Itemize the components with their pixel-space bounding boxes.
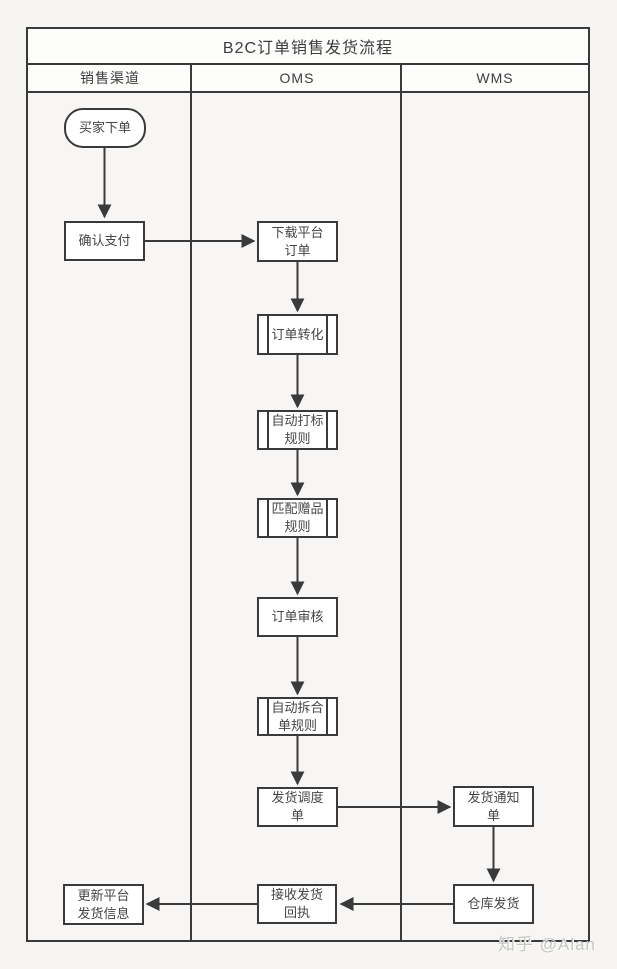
lane-header-wms: WMS bbox=[476, 70, 514, 86]
watermark: 知乎 @Alan bbox=[498, 935, 597, 954]
node-receive-shipping-receipt-label: 接收发货 回执 bbox=[270, 887, 323, 920]
node-order-review-label: 订单审核 bbox=[271, 609, 324, 625]
node-order-conversion: 订单转化 bbox=[257, 314, 338, 355]
node-confirm-payment-label: 确认支付 bbox=[78, 233, 131, 249]
node-download-platform-order: 下载平台 订单 bbox=[257, 221, 338, 262]
node-shipping-dispatch-order: 发货调度 单 bbox=[257, 787, 338, 827]
diagram-title: B2C订单销售发货流程 bbox=[28, 29, 588, 65]
node-download-platform-order-label: 下载平台 订单 bbox=[271, 224, 324, 258]
node-auto-tagging-rules: 自动打标 规则 bbox=[257, 410, 338, 450]
node-confirm-payment: 确认支付 bbox=[64, 221, 145, 261]
node-update-platform-shipping-info-label: 更新平台 发货信息 bbox=[77, 887, 130, 921]
node-buyer-order-label: 买家下单 bbox=[78, 120, 131, 136]
node-order-conversion-label: 订单转化 bbox=[271, 326, 324, 342]
node-shipping-notice: 发货通知 单 bbox=[453, 786, 534, 827]
node-shipping-dispatch-order-label: 发货调度 单 bbox=[271, 790, 324, 823]
node-match-gift-rules-label: 匹配赠品 规则 bbox=[271, 501, 324, 534]
node-shipping-notice-label: 发货通知 单 bbox=[467, 789, 520, 823]
node-warehouse-shipping-label: 仓库发货 bbox=[467, 896, 520, 912]
lane-divider-1 bbox=[190, 65, 192, 940]
node-auto-split-merge-rules: 自动拆合 单规则 bbox=[257, 697, 338, 736]
node-update-platform-shipping-info: 更新平台 发货信息 bbox=[63, 884, 144, 925]
node-auto-split-merge-rules-label: 自动拆合 单规则 bbox=[271, 699, 324, 733]
node-buyer-order: 买家下单 bbox=[64, 108, 146, 148]
lane-header-oms: OMS bbox=[279, 70, 315, 86]
lane-header-sales-channel: 销售渠道 bbox=[80, 70, 140, 86]
lane-divider-2 bbox=[400, 65, 402, 940]
node-receive-shipping-receipt: 接收发货 回执 bbox=[257, 884, 337, 924]
node-warehouse-shipping: 仓库发货 bbox=[453, 884, 534, 924]
node-order-review: 订单审核 bbox=[257, 597, 338, 637]
node-auto-tagging-rules-label: 自动打标 规则 bbox=[271, 413, 324, 446]
node-match-gift-rules: 匹配赠品 规则 bbox=[257, 498, 338, 538]
lane-header-row: 销售渠道 OMS WMS bbox=[28, 65, 588, 93]
